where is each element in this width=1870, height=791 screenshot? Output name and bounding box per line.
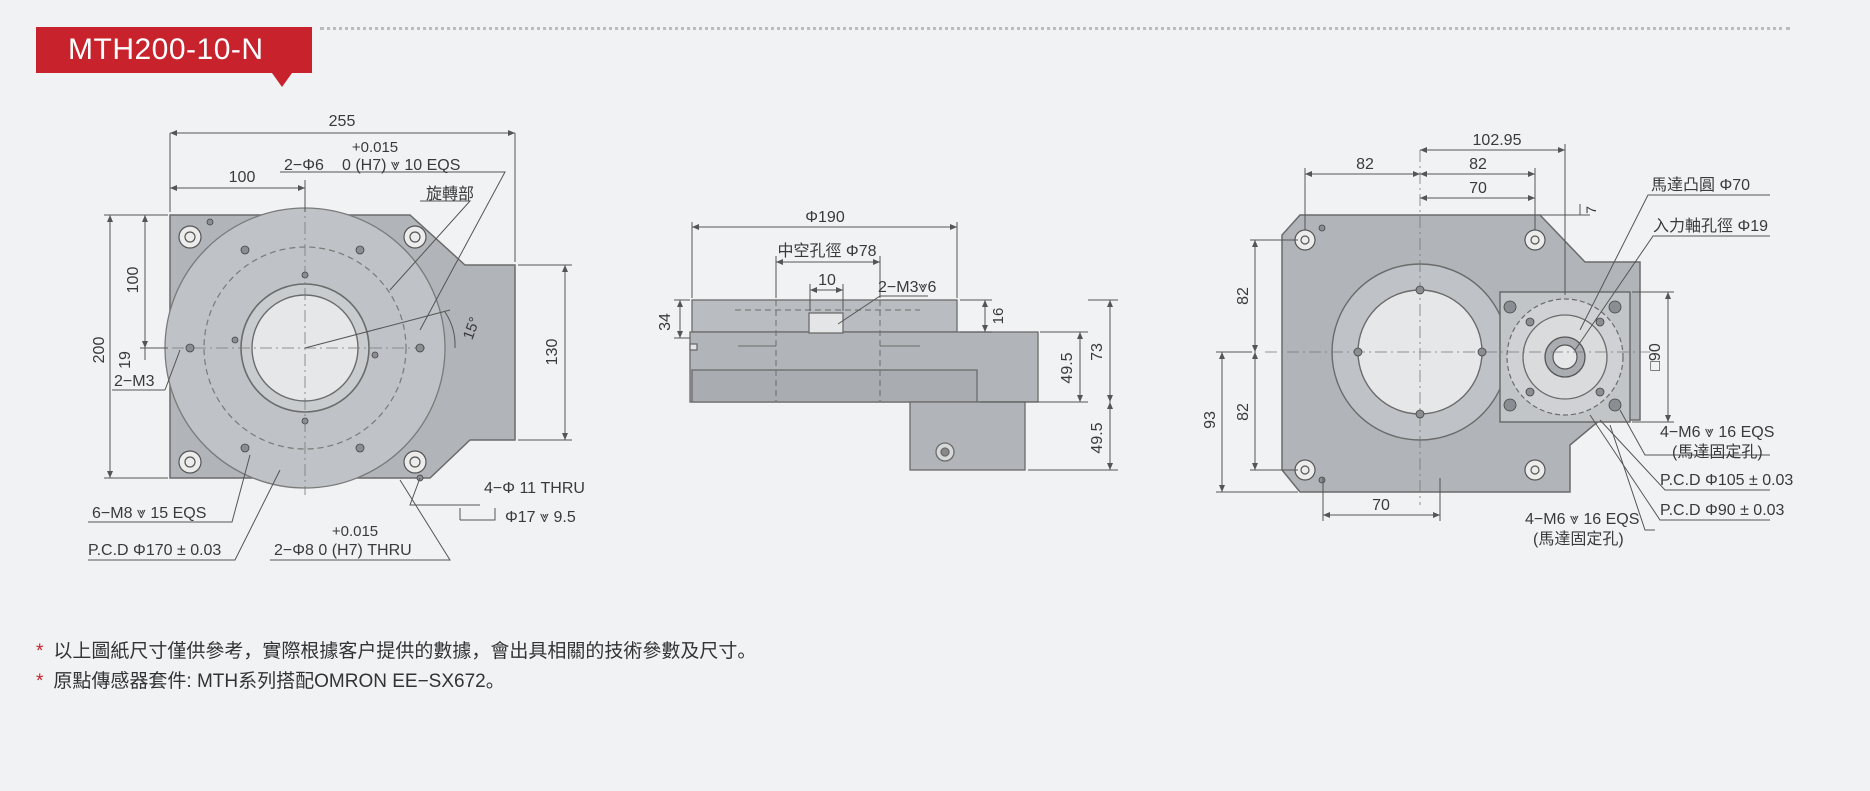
hole-pin6: 2−Φ6 [284, 157, 324, 174]
right-bolt-holes [1318, 224, 1622, 484]
dim-100-vertical: 100 [125, 267, 142, 294]
left-dimensions [88, 130, 572, 561]
right-view: 102.95 82 82 70 7 馬達凸圓 Φ70 入力軸孔徑 Φ19 82 … [1202, 132, 1793, 548]
hole-11-thru: 4−Φ 11 THRU [484, 480, 585, 497]
tol-pin8: +0.015 [332, 523, 378, 540]
dim-82-inner: 82 [1469, 156, 1487, 173]
dim-82-vertical-lower: 82 [1235, 403, 1252, 421]
dim-130: 130 [544, 339, 561, 366]
dim-200: 200 [91, 337, 108, 364]
notes-section: * 以上圖紙尺寸僅供參考，實際根據客户提供的數據，會出具相關的技術參數及尺寸。 *… [36, 637, 1236, 697]
model-title: MTH200-10-N [68, 33, 264, 66]
hole-pin8: 2−Φ8 0 (H7) THRU [274, 542, 412, 559]
pcd-170: P.C.D Φ170 ± 0.03 [88, 542, 221, 559]
dim-100-top: 100 [229, 169, 256, 186]
dim-19: 19 [117, 351, 134, 369]
hole-m6-b: 4−M6 ⩔ 16 EQS [1525, 511, 1639, 528]
dim-10: 10 [818, 272, 836, 289]
motor-fix-holes-b: (馬達固定孔) [1533, 530, 1624, 548]
motor-boss: 馬達凸圓 Φ70 [1651, 176, 1750, 194]
tol-pin6: +0.015 [352, 139, 398, 156]
left-view: 255 100 +0.015 2−Φ6 0 (H7) ⩔ 10 EQS 旋轉部 … [88, 113, 585, 561]
pcd-90: P.C.D Φ90 ± 0.03 [1660, 502, 1785, 519]
dim-16: 16 [990, 308, 1007, 325]
note-row: * 原點傳感器套件: MTH系列搭配OMRON EE−SX672。 [36, 667, 1236, 697]
label-m3: 2−M3 [114, 373, 155, 390]
right-body [1265, 150, 1650, 505]
tag-pointer [272, 73, 292, 87]
center-view: Φ190 中空孔徑 Φ78 10 2−M3⩔6 34 16 49.5 73 49… [657, 209, 1118, 471]
angle-15: 15° [460, 315, 484, 342]
pcd-105: P.C.D Φ105 ± 0.03 [1660, 472, 1793, 489]
dim-7: 7 [1583, 206, 1599, 214]
dim-34: 34 [657, 313, 674, 331]
asterisk-icon: * [36, 641, 44, 662]
dim-82-top: 82 [1356, 156, 1374, 173]
motor-fix-holes-a: (馬達固定孔) [1672, 443, 1763, 461]
dim-82-vertical-upper: 82 [1235, 287, 1252, 305]
model-title-tag: MTH200-10-N [36, 27, 312, 73]
left-body [150, 200, 516, 495]
dim-255: 255 [329, 113, 356, 130]
dim-70-top: 70 [1469, 180, 1487, 197]
right-dimensions [1216, 144, 1770, 531]
hollow-bore: 中空孔徑 Φ78 [777, 242, 876, 260]
dim-square-90: □90 [1647, 343, 1664, 371]
label-rotating-part: 旋轉部 [426, 185, 474, 203]
note-row: * 以上圖紙尺寸僅供參考，實際根據客户提供的數據，會出具相關的技術參數及尺寸。 [36, 637, 1236, 667]
center-body [689, 299, 1039, 471]
hole-m6-a: 4−M6 ⩔ 16 EQS [1660, 424, 1774, 441]
dim-49-5-lower: 49.5 [1089, 422, 1106, 453]
asterisk-icon: * [36, 671, 44, 692]
dim-73: 73 [1089, 343, 1106, 361]
note-origin-sensor: 原點傳感器套件: MTH系列搭配OMRON EE−SX672。 [53, 671, 505, 692]
note-reference-only: 以上圖紙尺寸僅供參考，實際根據客户提供的數據，會出具相關的技術參數及尺寸。 [53, 641, 757, 662]
hole-m8: 6−M8 ⩔ 15 EQS [92, 505, 206, 522]
dotted-header-rule [320, 27, 1790, 30]
left-bolt-holes [185, 218, 425, 482]
input-shaft-bore: 入力軸孔徑 Φ19 [1653, 217, 1768, 235]
left-mounting-holes [178, 225, 427, 474]
dim-70-bottom: 70 [1372, 497, 1390, 514]
dim-93: 93 [1202, 411, 1219, 429]
center-dimensions [674, 222, 1118, 471]
dim-49-5-upper: 49.5 [1059, 352, 1076, 383]
label-m3-depth: 2−M3⩔6 [878, 279, 936, 296]
dim-phi190: Φ190 [805, 209, 845, 226]
dim-102-95: 102.95 [1473, 132, 1522, 149]
hole-pin6-spec: 0 (H7) ⩔ 10 EQS [342, 157, 460, 174]
right-mounting-holes [1294, 229, 1546, 481]
counterbore-17: Φ17 ⩔ 9.5 [505, 509, 576, 526]
